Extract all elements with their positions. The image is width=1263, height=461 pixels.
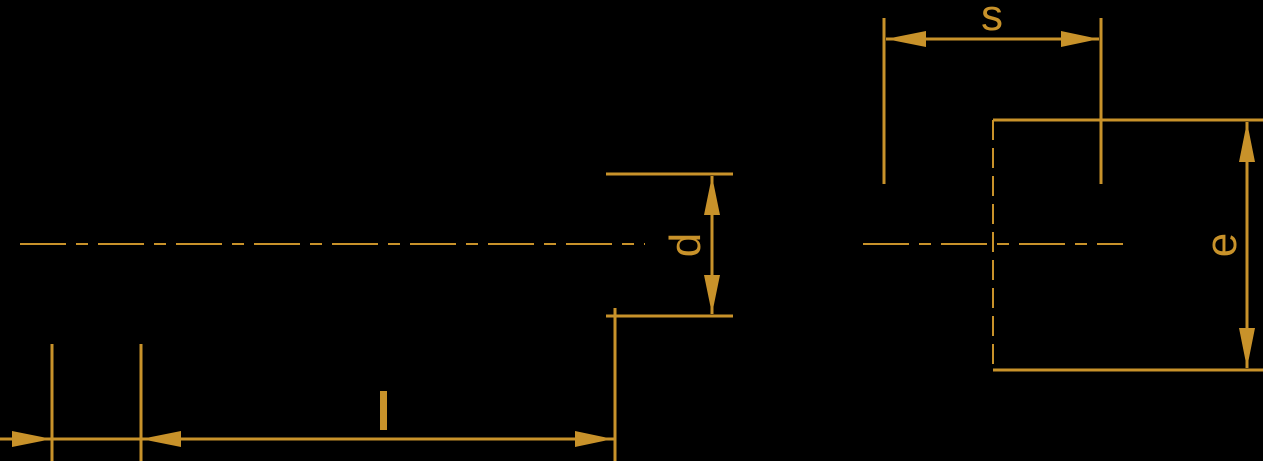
end-view: s e [863,0,1263,372]
d-arrow-up-icon [704,176,720,215]
s-arrow-left-icon [886,31,926,47]
e-arrow-down-icon [1239,328,1255,368]
l-arrow-right-icon [575,431,613,447]
s-label: s [981,0,1003,40]
e-arrow-up-icon [1239,122,1255,162]
s-arrow-right-icon [1061,31,1099,47]
e-label: e [1197,233,1246,257]
d-label: d [661,233,710,257]
l-label: l [378,389,388,438]
l-label-glyph [380,391,387,430]
l-arrow-left-icon [141,431,181,447]
left-arrow-icon [12,431,52,447]
d-arrow-down-icon [704,275,720,314]
side-view: d l [0,172,733,461]
